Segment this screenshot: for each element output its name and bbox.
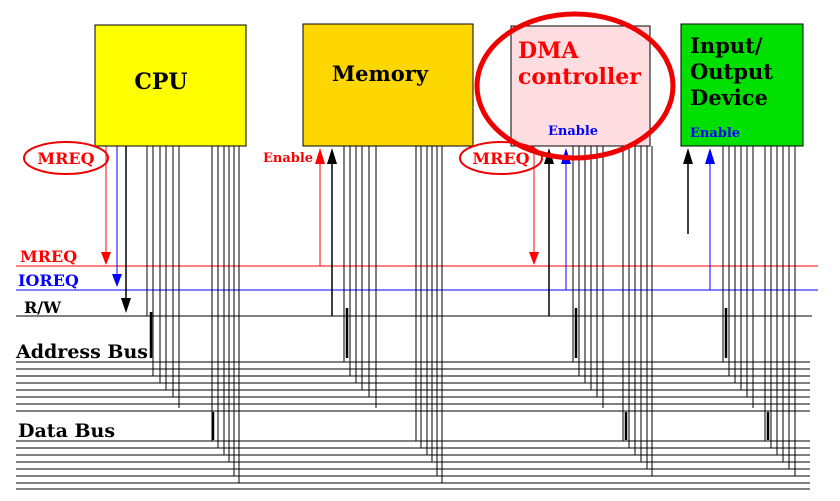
memory-block: Memory: [302, 23, 474, 147]
cpu-mreq-text: MREQ: [37, 149, 94, 168]
rw-bus-label: R/W: [24, 298, 62, 317]
dma-controller-block: DMA controller Enable: [510, 25, 651, 147]
memory-label: Memory: [332, 61, 429, 86]
address-bus-label: Address Bus: [15, 341, 148, 363]
control-lines: [16, 265, 818, 317]
cpu-control-arrows: [101, 146, 131, 313]
cpu-label: CPU: [134, 69, 187, 95]
memory-bus-taps: [343, 146, 443, 483]
io-enable-label: Enable: [690, 126, 740, 141]
memory-control-arrows: [315, 148, 337, 316]
dma-mreq-tag: MREQ: [459, 141, 543, 175]
data-bus-lines: [16, 440, 810, 490]
mreq-bus-label: MREQ: [20, 247, 77, 266]
io-label-line2: Output: [690, 59, 773, 84]
dma-highlight-ellipse: [474, 11, 676, 161]
io-control-arrows: [683, 148, 715, 290]
data-bus-label: Data Bus: [18, 420, 115, 442]
bus-joint-marks: [149, 308, 770, 440]
io-device-block: Input/ Output Device Enable: [680, 23, 804, 147]
cpu-bus-taps: [146, 146, 240, 483]
memory-enable-label: Enable: [263, 151, 313, 166]
dma-label-line2: controller: [518, 64, 641, 90]
io-bus-taps: [722, 146, 796, 476]
dma-bus-taps: [572, 146, 653, 476]
cpu-block: CPU: [94, 24, 247, 147]
address-bus-lines: [16, 361, 810, 412]
dma-label-line1: DMA: [518, 38, 579, 64]
io-label-line3: Device: [690, 85, 768, 110]
cpu-mreq-tag: MREQ: [23, 141, 109, 175]
io-label-line1: Input/: [690, 33, 763, 58]
ioreq-bus-label: IOREQ: [18, 271, 79, 290]
dma-enable-label: Enable: [548, 124, 598, 139]
dma-mreq-text: MREQ: [472, 149, 529, 168]
